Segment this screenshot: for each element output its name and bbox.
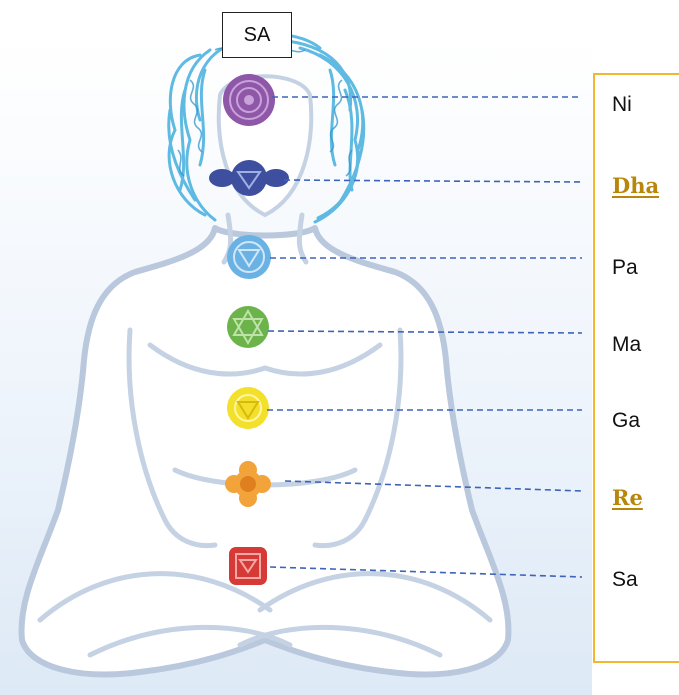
root-chakra-icon (229, 547, 267, 585)
heart-chakra-icon (227, 306, 269, 348)
solar-plexus-chakra-icon (227, 387, 269, 429)
throat-chakra-icon (227, 235, 271, 279)
note-ga: Ga (612, 409, 640, 433)
top-label-box: SA (222, 12, 292, 58)
note-sa: Sa (612, 568, 638, 592)
note-dha: Dha (612, 173, 659, 198)
note-pa: Pa (612, 256, 638, 280)
crown-chakra-icon (223, 74, 275, 126)
note-ma: Ma (612, 333, 641, 357)
top-label: SA (244, 24, 271, 47)
note-re: Re (612, 485, 643, 510)
note-ni: Ni (612, 93, 632, 117)
